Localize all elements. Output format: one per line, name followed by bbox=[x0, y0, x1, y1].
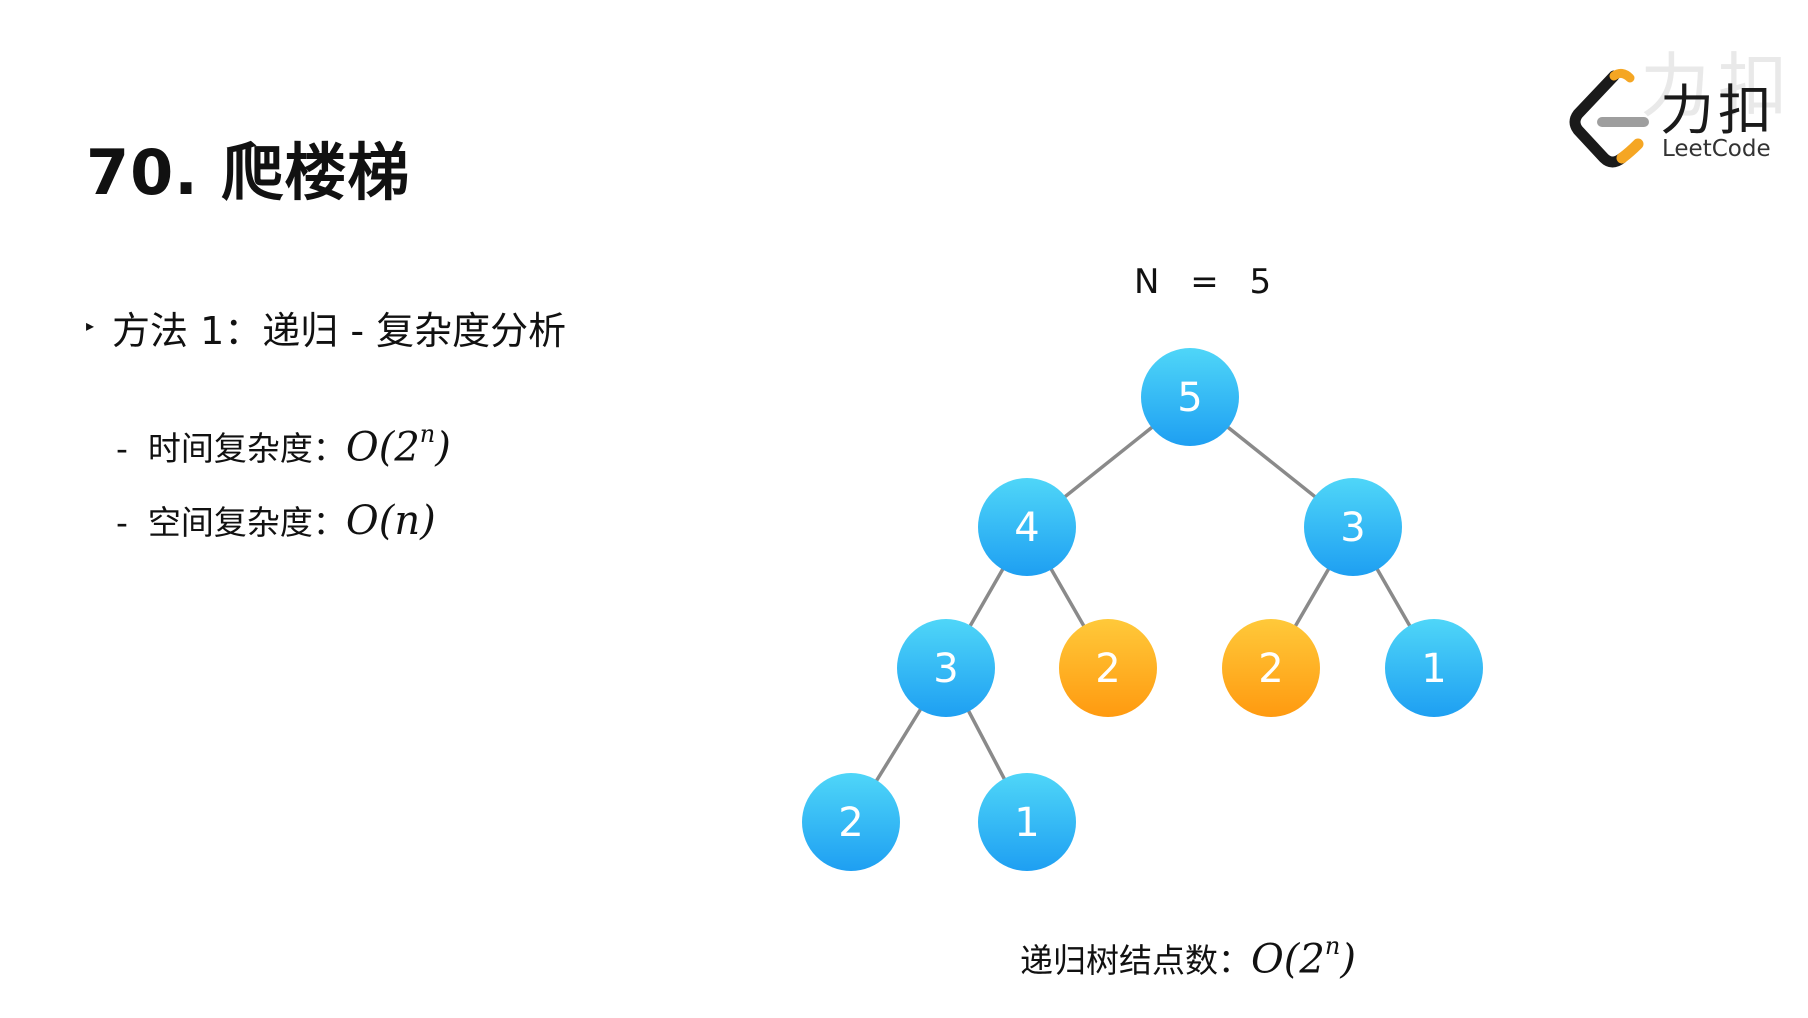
bullet-main: ▸ 方法 1：递归 - 复杂度分析 bbox=[86, 300, 566, 355]
tree-node-circle bbox=[978, 773, 1076, 871]
space-complexity-label: 空间复杂度： bbox=[147, 503, 346, 542]
tree-node-circle bbox=[978, 478, 1076, 576]
tree-node-circle bbox=[802, 773, 900, 871]
bullet-triangle-icon: ▸ bbox=[86, 316, 95, 335]
tree-node-circle bbox=[1222, 619, 1320, 717]
tree-node-label: 2 bbox=[838, 800, 863, 846]
tree-node-label: 4 bbox=[1014, 505, 1039, 551]
time-complexity-label: 时间复杂度： bbox=[147, 429, 346, 468]
logo-text-cn: 力扣 bbox=[1660, 79, 1776, 142]
dash-marker: - bbox=[116, 429, 128, 468]
tree-node-l: 4 bbox=[978, 478, 1076, 576]
tree-node-label: 3 bbox=[1340, 505, 1365, 551]
tree-node-circle bbox=[1304, 478, 1402, 576]
n-label: N = 5 bbox=[1134, 262, 1282, 302]
tree-node-label: 2 bbox=[1095, 646, 1120, 692]
node-count-text: 递归树结点数： bbox=[1020, 941, 1251, 980]
space-complexity-math: O(n) bbox=[345, 498, 436, 544]
node-count-math: O(2n) bbox=[1251, 931, 1356, 982]
watermark: 力扣 bbox=[1640, 45, 1796, 127]
logo-text-en: LeetCode bbox=[1662, 136, 1771, 162]
tree-node-r: 3 bbox=[1304, 478, 1402, 576]
time-complexity-item: - 时间复杂度： O(2n) bbox=[116, 419, 451, 470]
time-complexity-math: O(2n) bbox=[345, 419, 451, 470]
space-complexity-item: - 空间复杂度： O(n) bbox=[116, 496, 436, 544]
tree-node-llr: 1 bbox=[978, 773, 1076, 871]
tree-node-rr: 1 bbox=[1385, 619, 1483, 717]
tree-node-circle bbox=[1141, 348, 1239, 446]
bullet-text: 方法 1：递归 - 复杂度分析 bbox=[112, 309, 567, 353]
tree-node-circle bbox=[1059, 619, 1157, 717]
tree-node-rl: 2 bbox=[1222, 619, 1320, 717]
tree-node-label: 3 bbox=[933, 646, 958, 692]
node-count-label: 递归树结点数： O(2n) bbox=[1020, 931, 1356, 982]
tree-node-label: 1 bbox=[1421, 646, 1446, 692]
tree-node-circle bbox=[1385, 619, 1483, 717]
tree-node-lll: 2 bbox=[802, 773, 900, 871]
tree-node-lr: 2 bbox=[1059, 619, 1157, 717]
tree-node-label: 5 bbox=[1177, 375, 1202, 421]
tree-node-ll: 3 bbox=[897, 619, 995, 717]
tree-node-label: 1 bbox=[1014, 800, 1039, 846]
tree-node-label: 2 bbox=[1258, 646, 1283, 692]
leetcode-logo-icon bbox=[1569, 68, 1649, 168]
slide-title: 70. 爬楼梯 bbox=[86, 136, 411, 209]
tree-node-circle bbox=[897, 619, 995, 717]
tree-node-root: 5 bbox=[1141, 348, 1239, 446]
dash-marker: - bbox=[116, 503, 128, 542]
